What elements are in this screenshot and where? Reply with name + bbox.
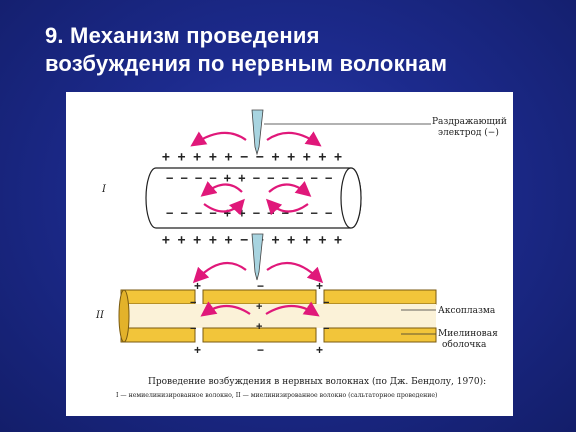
inner-charges-bottom: − − − − + + − − − − − − (166, 206, 332, 220)
conduction-diagram: Раздражающий электрод (−) + + + + + − − … (95, 109, 507, 399)
current-arrow (200, 181, 243, 197)
current-arrow (190, 131, 247, 147)
fiber-label-2: II (95, 310, 105, 321)
node-charge: + (256, 321, 262, 333)
node-charge: + (256, 301, 262, 313)
current-arrow (203, 198, 245, 216)
myelin-label-line1: Миелиновая (438, 329, 498, 339)
current-arrow (266, 131, 322, 147)
slide-title: 9. Механизм проведения возбуждения по не… (45, 22, 565, 78)
membrane-charges-bottom: + + + + + − − + + + + + (162, 233, 342, 248)
current-arrow (266, 261, 324, 284)
node-charge: − (323, 323, 329, 335)
electrode-label-line2: электрод (−) (438, 127, 499, 138)
figure-caption-line2: I — немиелинизированное волокно, II — ми… (116, 392, 437, 399)
current-arrow (265, 301, 320, 317)
slide-title-line2: возбуждения по нервным волокнам (45, 51, 448, 76)
node-charge: + (194, 279, 201, 293)
figure-panel: Раздражающий электрод (−) + + + + + − − … (66, 92, 513, 416)
node-charge: + (194, 343, 201, 357)
node-charge: − (257, 279, 264, 293)
node-charge: − (257, 343, 264, 357)
stimulating-electrode-1 (251, 109, 264, 156)
current-arrow (268, 180, 312, 197)
slide-title-line1: 9. Механизм проведения (45, 23, 320, 48)
stimulating-electrode-2 (251, 233, 264, 281)
node-charge: − (190, 297, 196, 309)
figure-caption-line1: Проведение возбуждения в нервных волокна… (148, 376, 486, 387)
myelin-label-line2: оболочка (442, 339, 487, 350)
current-arrow (265, 198, 309, 216)
node-charge: + (316, 279, 323, 293)
node-charge: + (316, 343, 323, 357)
current-arrow (200, 301, 251, 317)
node-charge: − (190, 323, 196, 335)
myelinated-fiber (118, 289, 437, 343)
membrane-charges-top: + + + + + − − + + + + + (162, 150, 342, 165)
fiber-label-1: I (101, 184, 107, 195)
electrode-label-line1: Раздражающий (432, 117, 507, 127)
current-arrow (192, 261, 247, 284)
axoplasm-label: Аксоплазма (438, 306, 496, 316)
inner-charges-top: − − − − + + − − − − − − (166, 171, 332, 185)
node-charge: − (323, 297, 329, 309)
